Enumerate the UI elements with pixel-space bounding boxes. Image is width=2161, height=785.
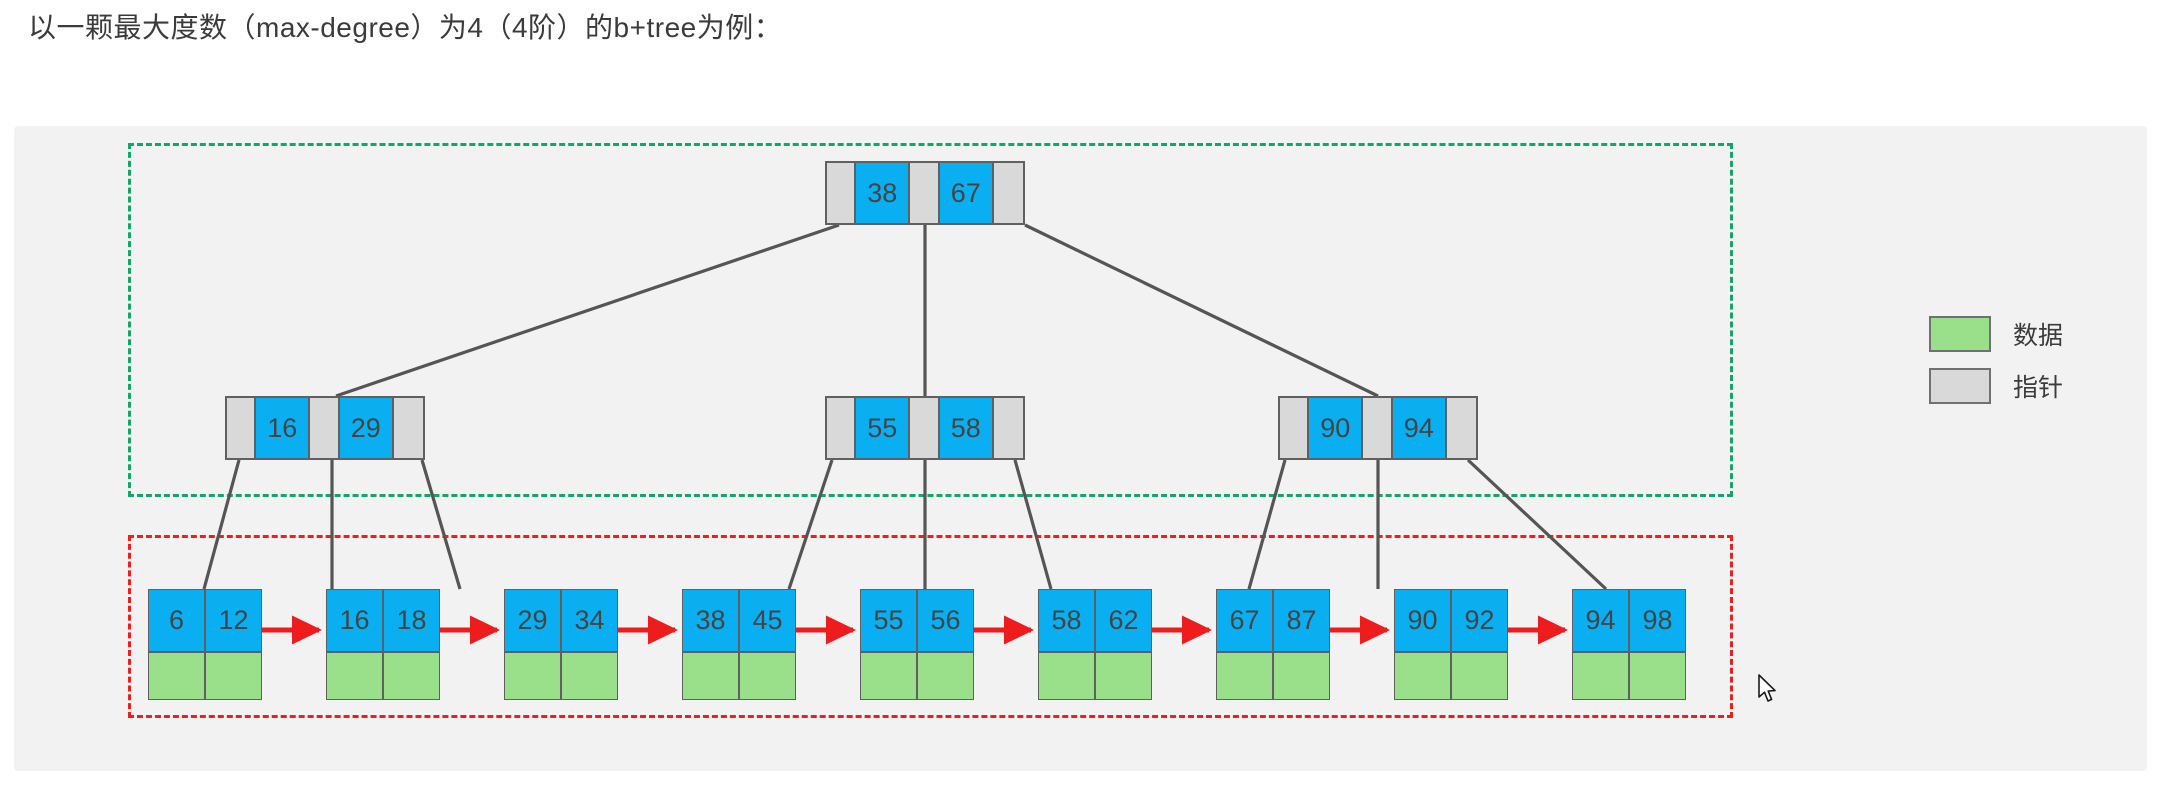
- leaf-2-data-0[interactable]: [326, 652, 383, 700]
- leaf-8-key-1[interactable]: 92: [1451, 589, 1508, 652]
- btree-internal-node-3[interactable]: 90 94: [1278, 396, 1478, 460]
- root-key-1[interactable]: 67: [939, 163, 994, 223]
- index-region-box: [128, 143, 1733, 497]
- leaf-8-data-0[interactable]: [1394, 652, 1451, 700]
- btree-internal-node-1[interactable]: 16 29: [225, 396, 425, 460]
- leaf-1-data-0[interactable]: [148, 652, 205, 700]
- legend: 数据 指针: [1929, 316, 2063, 404]
- btree-leaf-node-5[interactable]: 55 56: [860, 589, 974, 700]
- legend-swatch-pointer-gray: [1929, 368, 1991, 404]
- btree-diagram-canvas: 38 67 16 29 55 58 90 94: [14, 126, 2147, 771]
- leaf-2-key-1[interactable]: 18: [383, 589, 440, 652]
- leaf-2-data-1[interactable]: [383, 652, 440, 700]
- btree-leaf-node-1[interactable]: 6 12: [148, 589, 262, 700]
- btree-leaf-node-4[interactable]: 38 45: [682, 589, 796, 700]
- root-pointer-0[interactable]: [827, 163, 857, 223]
- leaf-7-data-0[interactable]: [1216, 652, 1273, 700]
- root-pointer-1[interactable]: [910, 163, 940, 223]
- btree-internal-node-2[interactable]: 55 58: [825, 396, 1025, 460]
- btree-leaf-node-7[interactable]: 67 87: [1216, 589, 1330, 700]
- legend-item-pointer: 指针: [1929, 368, 2063, 404]
- leaf-7-key-0[interactable]: 67: [1216, 589, 1273, 652]
- internal-2-key-1[interactable]: 58: [939, 398, 994, 458]
- leaf-5-key-1[interactable]: 56: [917, 589, 974, 652]
- internal-3-key-0[interactable]: 90: [1309, 398, 1364, 458]
- leaf-8-data-1[interactable]: [1451, 652, 1508, 700]
- leaf-4-key-1[interactable]: 45: [739, 589, 796, 652]
- root-key-0[interactable]: 38: [856, 163, 911, 223]
- leaf-4-data-0[interactable]: [682, 652, 739, 700]
- leaf-1-data-1[interactable]: [205, 652, 262, 700]
- leaf-2-key-0[interactable]: 16: [326, 589, 383, 652]
- leaf-7-key-1[interactable]: 87: [1273, 589, 1330, 652]
- leaf-region-box: [128, 535, 1733, 718]
- leaf-4-key-0[interactable]: 38: [682, 589, 739, 652]
- legend-label-pointer: 指针: [2013, 374, 2064, 402]
- leaf-4-data-1[interactable]: [739, 652, 796, 700]
- internal-3-pointer-1[interactable]: [1363, 398, 1393, 458]
- leaf-3-key-1[interactable]: 34: [561, 589, 618, 652]
- internal-2-pointer-0[interactable]: [827, 398, 857, 458]
- internal-1-pointer-1[interactable]: [310, 398, 340, 458]
- internal-1-pointer-0[interactable]: [227, 398, 257, 458]
- btree-leaf-node-6[interactable]: 58 62: [1038, 589, 1152, 700]
- legend-swatch-data-green: [1929, 316, 1991, 352]
- internal-3-key-1[interactable]: 94: [1392, 398, 1447, 458]
- leaf-7-data-1[interactable]: [1273, 652, 1330, 700]
- btree-leaf-node-8[interactable]: 90 92: [1394, 589, 1508, 700]
- leaf-5-data-0[interactable]: [860, 652, 917, 700]
- btree-leaf-node-3[interactable]: 29 34: [504, 589, 618, 700]
- leaf-9-data-1[interactable]: [1629, 652, 1686, 700]
- leaf-9-key-1[interactable]: 98: [1629, 589, 1686, 652]
- leaf-5-data-1[interactable]: [917, 652, 974, 700]
- internal-2-pointer-2[interactable]: [993, 398, 1024, 458]
- leaf-6-key-1[interactable]: 62: [1095, 589, 1152, 652]
- internal-1-pointer-2[interactable]: [393, 398, 424, 458]
- leaf-6-data-1[interactable]: [1095, 652, 1152, 700]
- internal-1-key-0[interactable]: 16: [256, 398, 311, 458]
- leaf-9-data-0[interactable]: [1572, 652, 1629, 700]
- leaf-6-key-0[interactable]: 58: [1038, 589, 1095, 652]
- leaf-8-key-0[interactable]: 90: [1394, 589, 1451, 652]
- btree-leaf-node-9[interactable]: 94 98: [1572, 589, 1686, 700]
- btree-leaf-node-2[interactable]: 16 18: [326, 589, 440, 700]
- internal-3-pointer-0[interactable]: [1280, 398, 1310, 458]
- leaf-1-key-1[interactable]: 12: [205, 589, 262, 652]
- leaf-3-key-0[interactable]: 29: [504, 589, 561, 652]
- internal-2-key-0[interactable]: 55: [856, 398, 911, 458]
- mouse-pointer-icon: [1758, 674, 1776, 702]
- legend-label-data: 数据: [2013, 322, 2064, 350]
- leaf-9-key-0[interactable]: 94: [1572, 589, 1629, 652]
- internal-3-pointer-2[interactable]: [1446, 398, 1477, 458]
- leaf-1-key-0[interactable]: 6: [148, 589, 205, 652]
- leaf-3-data-1[interactable]: [561, 652, 618, 700]
- legend-item-data: 数据: [1929, 316, 2063, 352]
- internal-1-key-1[interactable]: 29: [339, 398, 394, 458]
- leaf-5-key-0[interactable]: 55: [860, 589, 917, 652]
- btree-root-node[interactable]: 38 67: [825, 161, 1025, 225]
- internal-2-pointer-1[interactable]: [910, 398, 940, 458]
- page-caption: 以一颗最大度数（max-degree）为4（4阶）的b+tree为例：: [28, 12, 783, 43]
- leaf-6-data-0[interactable]: [1038, 652, 1095, 700]
- leaf-3-data-0[interactable]: [504, 652, 561, 700]
- root-pointer-2[interactable]: [993, 163, 1024, 223]
